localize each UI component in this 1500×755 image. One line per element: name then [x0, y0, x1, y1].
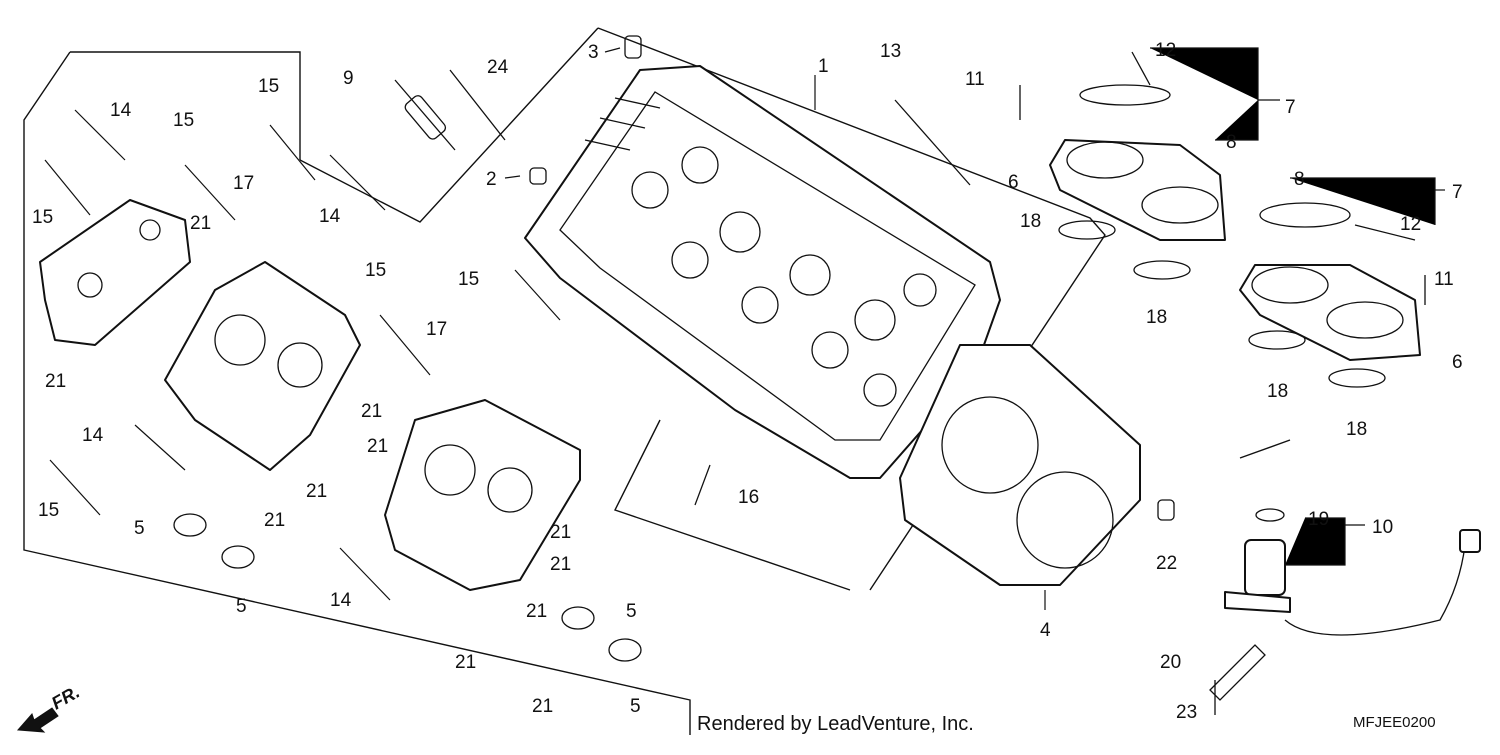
- camshaft-holder-upper-left: [39, 199, 191, 346]
- callout-15b: 15: [173, 110, 194, 131]
- sealing-washers: [173, 513, 642, 662]
- callout-17a: 17: [233, 173, 254, 194]
- callout-6a: 6: [1008, 172, 1019, 193]
- callout-14d: 14: [330, 590, 352, 611]
- leader-lines: [504, 47, 1445, 610]
- callout-18c: 18: [1267, 381, 1288, 402]
- cylinder-head-part: [524, 65, 1001, 479]
- small-parts: [394, 35, 1426, 715]
- callout-5d: 5: [630, 696, 641, 717]
- callout-15c: 15: [32, 207, 53, 228]
- callout-19: 19: [1308, 509, 1329, 530]
- callout-21k: 21: [532, 696, 553, 717]
- callout-16: 16: [738, 487, 759, 508]
- callout-18a: 18: [1020, 211, 1041, 232]
- callout-21f: 21: [264, 510, 285, 531]
- callout-17b: 17: [426, 319, 447, 340]
- callout-21a: 21: [190, 213, 211, 234]
- callout-15a: 15: [258, 76, 279, 97]
- head-gasket-part: [899, 344, 1141, 586]
- callout-20: 20: [1160, 652, 1181, 673]
- insulator-lower: [1239, 264, 1421, 361]
- callout-22: 22: [1156, 553, 1177, 574]
- callout-21i: 21: [526, 601, 547, 622]
- callout-6b: 6: [1452, 352, 1463, 373]
- o-rings: [1058, 220, 1386, 388]
- callout-21h: 21: [550, 554, 571, 575]
- band-clamps: [1079, 84, 1351, 228]
- callout-labels: 1 2 3 4 5 5 5 5 6 6 7 7 8 8 9 10 11 11 1…: [32, 40, 1463, 723]
- cylinder-head-ports: [631, 146, 937, 407]
- callout-2: 2: [486, 169, 497, 190]
- callout-21g: 21: [550, 522, 571, 543]
- insulator-upper: [1049, 139, 1226, 241]
- callout-18d: 18: [1346, 419, 1367, 440]
- front-arrow-icon: [16, 707, 59, 733]
- callout-12a: 12: [1155, 40, 1176, 61]
- callout-21d: 21: [367, 436, 388, 457]
- callout-15d: 15: [365, 260, 386, 281]
- callout-21e: 21: [306, 481, 327, 502]
- callout-21c: 21: [361, 401, 382, 422]
- callout-9: 9: [343, 68, 354, 89]
- callout-5b: 5: [236, 596, 247, 617]
- front-label: FR.: [48, 682, 83, 714]
- camshaft-holder-middle: [164, 261, 361, 471]
- callout-3: 3: [588, 42, 599, 63]
- callout-15f: 15: [38, 500, 59, 521]
- camshaft-holder-lower: [384, 399, 581, 591]
- callout-14a: 14: [110, 100, 132, 121]
- callout-10: 10: [1372, 517, 1393, 538]
- credit-text: Rendered by LeadVenture, Inc.: [697, 713, 974, 735]
- callout-18b: 18: [1146, 307, 1167, 328]
- callout-8b: 8: [1294, 169, 1305, 190]
- callout-4: 4: [1040, 620, 1051, 641]
- callout-12b: 12: [1400, 214, 1421, 235]
- front-direction-marker: FR.: [16, 682, 83, 733]
- callout-15e: 15: [458, 269, 479, 290]
- callout-8a: 8: [1226, 132, 1237, 153]
- cam-pulse-generator: [1209, 508, 1481, 701]
- callout-5c: 5: [626, 601, 637, 622]
- callout-14b: 14: [319, 206, 341, 227]
- callout-13: 13: [880, 41, 901, 62]
- callout-21j: 21: [455, 652, 476, 673]
- callout-24: 24: [487, 57, 509, 78]
- callout-1: 1: [818, 56, 829, 77]
- callout-7a: 7: [1285, 97, 1296, 118]
- drawing-code: MFJEE0200: [1353, 714, 1436, 731]
- callout-14c: 14: [82, 425, 104, 446]
- callout-11a: 11: [965, 69, 985, 90]
- bolts: [44, 109, 561, 601]
- callout-7b: 7: [1452, 182, 1463, 203]
- callout-11b: 11: [1434, 269, 1454, 290]
- callout-23: 23: [1176, 702, 1197, 723]
- callout-5a: 5: [134, 518, 145, 539]
- callout-21b: 21: [45, 371, 66, 392]
